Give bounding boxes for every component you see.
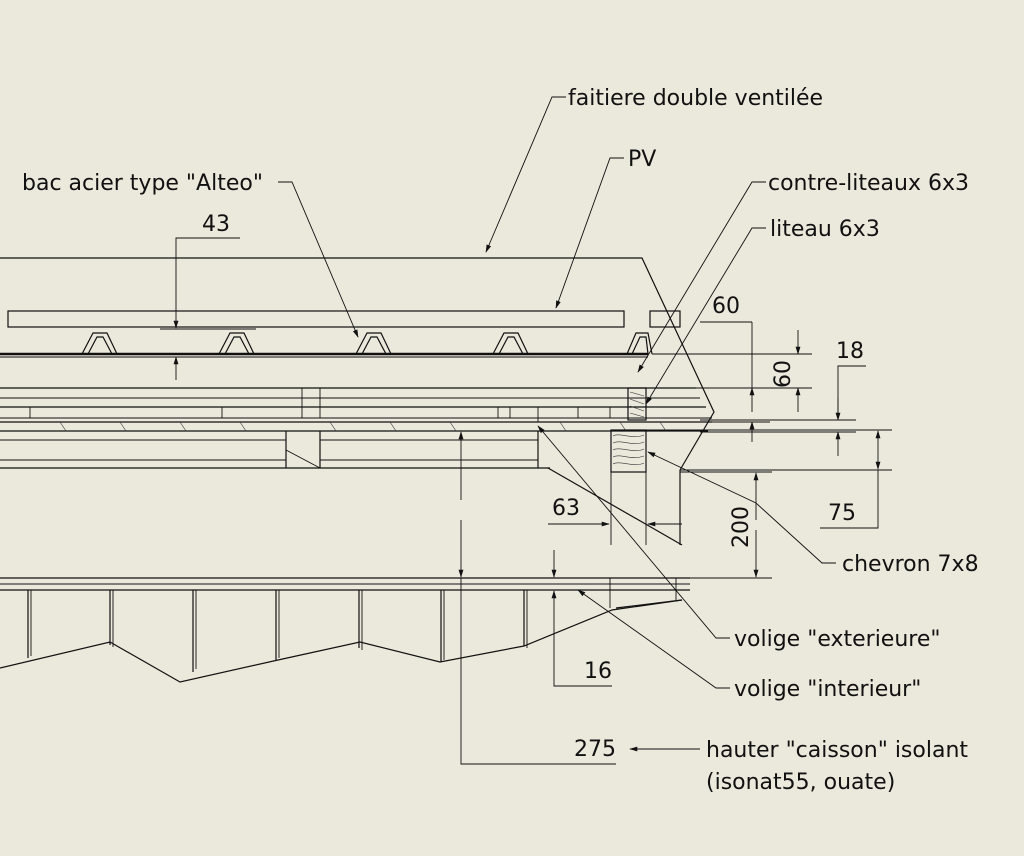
dimension-60-vertical: 60 xyxy=(652,330,812,412)
dim-16-label: 16 xyxy=(584,659,612,684)
leader-chevron xyxy=(647,451,836,564)
dimension-16: 16 xyxy=(551,550,612,687)
label-pv: PV xyxy=(628,147,656,172)
ridge-cap xyxy=(0,257,715,545)
leader-bac-acier xyxy=(278,181,359,338)
dim-75-label: 75 xyxy=(828,501,856,526)
label-liteau: liteau 6x3 xyxy=(770,217,880,242)
dim-18-label: 18 xyxy=(836,339,864,364)
label-caisson-line2: (isonat55, ouate) xyxy=(706,770,895,795)
dim-60-vertical-label: 60 xyxy=(771,360,796,388)
dim-63-label: 63 xyxy=(552,496,580,521)
dimension-75: 75 xyxy=(640,429,892,529)
label-faitiere: faitiere double ventilée xyxy=(568,86,823,111)
dim-43-label: 43 xyxy=(202,212,230,237)
label-chevron: chevron 7x8 xyxy=(842,552,979,577)
interior-boards xyxy=(0,577,690,683)
caisson-structure xyxy=(0,431,683,546)
dimension-60-top: 60 xyxy=(690,294,770,442)
dimension-275: 275 xyxy=(458,431,616,765)
dim-200-label: 200 xyxy=(729,506,754,548)
label-bac-acier: bac acier type "Alteo" xyxy=(22,171,263,196)
leader-liteau xyxy=(645,227,766,405)
leader-pv xyxy=(555,157,624,309)
pv-panel xyxy=(7,310,681,328)
label-caisson-line1: hauter "caisson" isolant xyxy=(706,738,968,763)
dimension-18: 18 xyxy=(700,339,866,456)
leader-faitiere xyxy=(485,96,566,253)
chevron-section xyxy=(610,429,647,545)
dimension-43: 43 xyxy=(160,212,256,380)
leader-volige-ext xyxy=(537,425,730,639)
dimension-200: 200 xyxy=(680,471,772,579)
leader-volige-int xyxy=(577,589,730,689)
label-volige-ext: volige "exterieure" xyxy=(734,627,941,652)
dim-60-top-label: 60 xyxy=(712,294,740,319)
label-volige-int: volige "interieur" xyxy=(734,677,921,702)
steel-sheet xyxy=(0,332,653,358)
dim-275-label: 275 xyxy=(574,737,616,762)
batten-layers xyxy=(0,387,712,432)
label-contre-liteaux: contre-liteaux 6x3 xyxy=(768,171,969,196)
dimension-63: 63 xyxy=(548,496,682,527)
leader-contre-liteaux xyxy=(637,181,766,373)
